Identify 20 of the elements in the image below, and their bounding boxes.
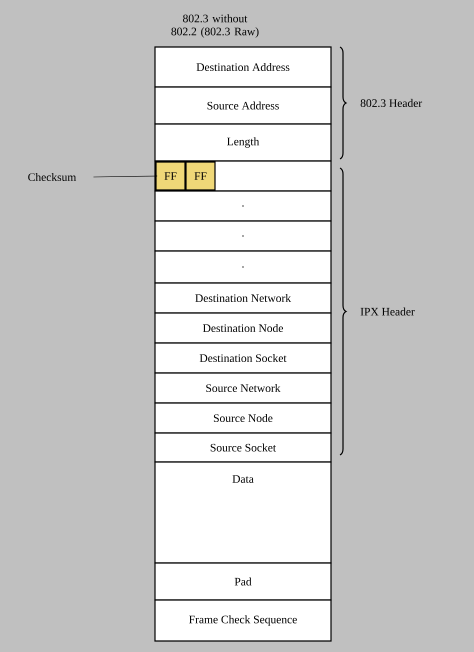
field-row: .: [154, 220, 332, 252]
field-row: Source Socket: [154, 432, 332, 463]
field-row: Destination Network: [154, 282, 332, 314]
leader-label: Checksum: [28, 172, 76, 182]
field-row: Length: [154, 123, 332, 162]
field-row: Destination Address: [154, 46, 332, 88]
field-row: Destination Node: [154, 312, 332, 344]
brace-label: 802.3 Header: [360, 98, 422, 108]
field-row: Pad: [154, 562, 332, 601]
byte-box: FF: [185, 161, 216, 191]
field-row: .: [154, 250, 332, 284]
field-row: Source Network: [154, 372, 332, 404]
field-row: Destination Socket: [154, 342, 332, 374]
field-row: Frame Check Sequence: [154, 599, 332, 642]
field-row: Source Node: [154, 402, 332, 434]
byte-box: FF: [155, 161, 186, 191]
field-row: Source Address: [154, 86, 332, 125]
brace-label: IPX Header: [360, 307, 415, 316]
title: 802.3 without 802.2 (802.3 Raw): [171, 14, 259, 38]
field-row: .: [154, 190, 332, 222]
